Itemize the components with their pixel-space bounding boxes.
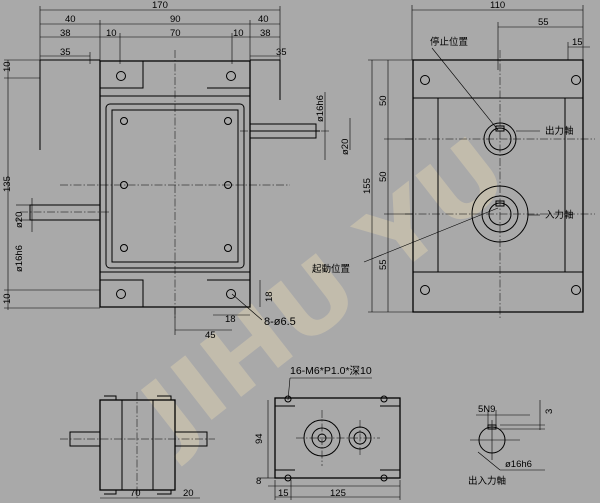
front-bottom-flange — [100, 279, 250, 307]
detail-depth-3: 3 — [544, 409, 555, 414]
bm-holes — [284, 395, 388, 482]
watermark: JIHU YU — [117, 117, 527, 470]
bl-dim-70: 70 — [130, 488, 141, 499]
front-right-side — [250, 59, 281, 100]
dim-35-right: 35 — [276, 47, 287, 58]
dim-overall-170: 170 — [152, 0, 168, 11]
dim-18-vertical: 18 — [264, 291, 275, 302]
dim-40-right: 40 — [258, 14, 269, 25]
dim-dia16h6-right: ø16h6 — [315, 95, 326, 122]
detail-label: 出入力軸 — [468, 475, 506, 487]
bm-dim-94: 94 — [254, 433, 265, 444]
label-output-shaft: 出力軸 — [545, 125, 574, 137]
detail-fit: ø16h6 — [505, 459, 532, 470]
dim-38-right: 38 — [260, 28, 271, 39]
side-dim-55: 55 — [378, 259, 389, 270]
label-input-shaft: 入力軸 — [545, 209, 574, 221]
dim-10-bottom: 10 — [2, 293, 13, 304]
bm-dim-125: 125 — [330, 488, 346, 499]
front-top-flange — [100, 60, 251, 89]
side-dim-50-lower: 50 — [378, 171, 389, 182]
front-top-dimensions — [39, 6, 281, 150]
bottom-left-view: 70 20 — [60, 392, 215, 499]
bm-dim-15: 15 — [278, 488, 289, 499]
tap-note: 16-M6*P1.0*深10 — [290, 365, 372, 377]
dim-70: 70 — [170, 28, 181, 39]
side-dim-50-upper: 50 — [378, 95, 389, 106]
hole-callout: 8-ø6.5 — [264, 316, 296, 328]
bottom-mid-view: 16-M6*P1.0*深10 94 8 15 125 — [254, 365, 401, 500]
dim-10-top: 10 — [2, 61, 13, 72]
side-body-outline — [412, 59, 584, 313]
bm-dim-8: 8 — [256, 476, 261, 487]
dim-18-horizontal: 18 — [225, 314, 236, 325]
input-shaft-front — [29, 204, 101, 221]
side-right-flange — [564, 97, 583, 273]
watermark-text: JIHU YU — [117, 117, 527, 470]
bm-body — [274, 397, 401, 479]
bl-dim-20: 20 — [183, 488, 194, 499]
side-bolt-holes — [420, 75, 581, 295]
dim-dia16h6-left: ø16h6 — [14, 245, 25, 272]
dim-38-left: 38 — [60, 28, 71, 39]
side-dim-155: 155 — [362, 178, 373, 194]
front-view: 170 40 90 40 38 10 70 10 38 35 35 — [2, 0, 351, 341]
dim-10-a: 10 — [106, 28, 117, 39]
front-left-side — [39, 59, 100, 150]
side-dim-15: 15 — [572, 37, 583, 48]
label-start-position: 起動位置 — [312, 263, 350, 275]
shaft-detail-view: 5N9 3 ø16h6 出入力軸 — [468, 400, 555, 487]
front-body-outline — [99, 60, 251, 308]
dim-35-left: 35 — [60, 47, 71, 58]
dim-dia20-right: ø20 — [340, 139, 351, 155]
dim-90: 90 — [170, 14, 181, 25]
dim-dia20-left: ø20 — [14, 212, 25, 228]
side-leaders — [363, 47, 540, 263]
detail-key-5N9: 5N9 — [478, 404, 495, 415]
dim-10-b: 10 — [233, 28, 244, 39]
dim-45: 45 — [205, 330, 216, 341]
side-view: 110 55 15 — [312, 0, 595, 320]
dim-135: 135 — [2, 176, 13, 192]
label-stop-position: 停止位置 — [430, 36, 468, 48]
side-dim-55: 55 — [538, 17, 549, 28]
dim-40-left: 40 — [65, 14, 76, 25]
side-dim-110: 110 — [490, 0, 505, 11]
